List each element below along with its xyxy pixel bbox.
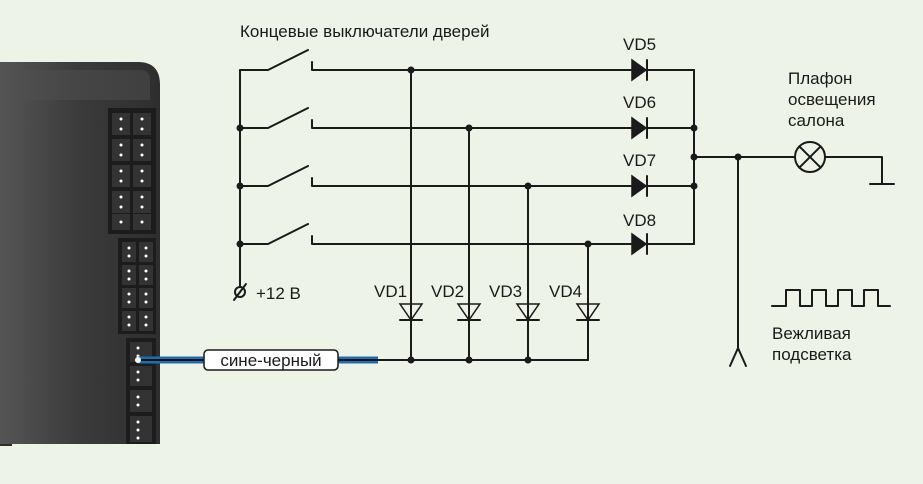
wire-label: сине-черный [220,351,321,370]
courtesy-output-terminal [729,347,747,367]
lamp-icon [794,141,826,173]
wire-label-tag: сине-черный [203,349,339,371]
diode-vd7 [631,174,648,198]
lamp-circuit [693,141,895,367]
alarm-unit [0,62,160,446]
diode-vd4 [575,303,601,322]
vd3-label: VD3 [489,282,522,301]
connector-block-3 [126,338,156,444]
connector-block-1 [108,108,156,234]
isolation-diodes [398,66,601,364]
power-label: +12 В [256,284,301,303]
power-bus [233,69,247,301]
door-switches [239,49,641,245]
courtesy-label-2: подсветка [772,345,852,364]
lamp-label-1: Плафон [788,69,852,88]
vd1-label: VD1 [374,282,407,301]
vd6-label: VD6 [623,93,656,112]
lamp-label-3: салона [788,111,845,130]
door-switch-1 [239,49,641,71]
vd7-label: VD7 [623,151,656,170]
blue-black-wire [135,356,589,364]
lamp-label-2: освещения [788,90,876,109]
diode-vd5 [631,58,648,82]
power-terminal [234,286,246,298]
pulse-waveform-icon [771,289,891,307]
vd4-label: VD4 [549,282,582,301]
diode-vd1 [398,303,424,322]
switches-title: Концевые выключатели дверей [240,22,490,41]
diode-vd2 [456,303,482,322]
diode-vd8 [631,232,648,256]
vd2-label: VD2 [431,282,464,301]
courtesy-label-1: Вежливая [772,324,851,343]
vd8-label: VD8 [623,211,656,230]
diode-vd6 [631,116,648,140]
diode-vd3 [515,303,541,322]
door-switch-2 [239,107,641,129]
door-switch-4 [239,223,641,245]
connector-block-2 [118,238,156,334]
vd5-label: VD5 [623,35,656,54]
door-switch-3 [239,165,641,187]
